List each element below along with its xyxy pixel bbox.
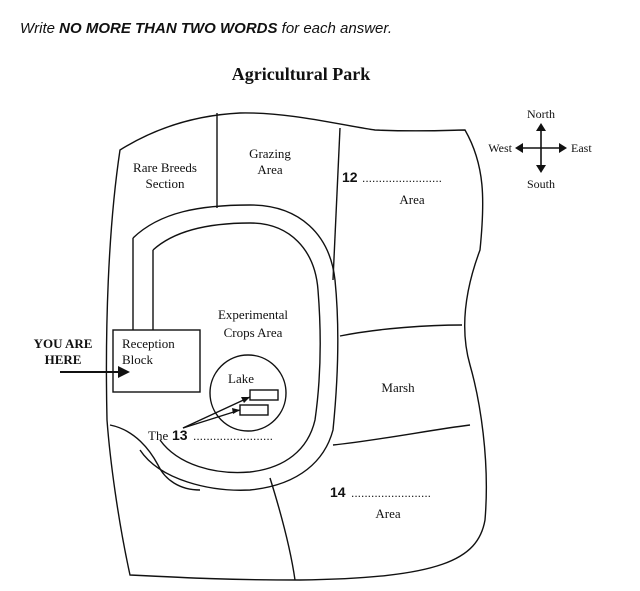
compass-east-arrowhead bbox=[559, 143, 567, 153]
you-are-here-arrowhead bbox=[118, 366, 130, 378]
label-reception: Reception bbox=[122, 336, 175, 351]
label-experimental: Experimental bbox=[218, 307, 288, 322]
compass-north-label: North bbox=[527, 107, 555, 121]
question-12-area: Area bbox=[399, 192, 424, 207]
compass-south-arrowhead bbox=[536, 165, 546, 173]
compass-east-label: East bbox=[571, 141, 592, 155]
divider-area12-marsh bbox=[339, 324, 463, 337]
label-rare-breeds-section: Section bbox=[146, 176, 185, 191]
track-inner bbox=[152, 222, 321, 474]
label-rare-breeds: Rare Breeds bbox=[133, 160, 197, 175]
question-12-blank: ........................ bbox=[362, 171, 442, 185]
compass-west-arrowhead bbox=[515, 143, 523, 153]
label-grazing-area: Area bbox=[257, 162, 282, 177]
divider-south bbox=[269, 477, 296, 581]
divider-grazing-area12 bbox=[332, 127, 341, 281]
compass-west-label: West bbox=[488, 141, 512, 155]
compass-south-label: South bbox=[527, 177, 555, 191]
reception-block bbox=[112, 329, 201, 393]
pointer-arrowhead-lower bbox=[232, 408, 240, 414]
compass: North South East West bbox=[488, 107, 592, 191]
track-outer bbox=[132, 204, 339, 491]
park-boundary bbox=[105, 112, 487, 581]
label-reception-block: Block bbox=[122, 352, 154, 367]
question-14-number: 14 bbox=[330, 484, 346, 500]
label-you-are: YOU ARE bbox=[34, 336, 93, 351]
question-14-area: Area bbox=[375, 506, 400, 521]
label-here: HERE bbox=[45, 352, 82, 367]
lake-feature-upper bbox=[249, 389, 279, 401]
lake bbox=[209, 354, 287, 432]
compass-north-arrowhead bbox=[536, 123, 546, 131]
pointer-arrow-upper bbox=[182, 396, 251, 429]
label-grazing: Grazing bbox=[249, 146, 291, 161]
question-13-number: 13 bbox=[172, 427, 188, 443]
question-13-the: The bbox=[148, 428, 168, 443]
question-12-number: 12 bbox=[342, 169, 358, 185]
instruction-text: Write NO MORE THAN TWO WORDS for each an… bbox=[20, 20, 392, 37]
divider-west bbox=[109, 424, 201, 491]
lake-feature-lower bbox=[239, 404, 269, 416]
instruction-emphasis: NO MORE THAN TWO WORDS bbox=[59, 20, 278, 37]
question-13-blank: ........................ bbox=[193, 429, 273, 443]
question-14-blank: ........................ bbox=[351, 486, 431, 500]
label-crops-area: Crops Area bbox=[224, 325, 283, 340]
pointer-arrowhead-upper bbox=[241, 397, 250, 403]
divider-marsh-area14 bbox=[332, 424, 471, 446]
label-lake: Lake bbox=[228, 371, 254, 386]
pointer-arrow-lower bbox=[182, 409, 241, 429]
label-marsh: Marsh bbox=[381, 380, 415, 395]
map-title: Agricultural Park bbox=[232, 64, 370, 84]
